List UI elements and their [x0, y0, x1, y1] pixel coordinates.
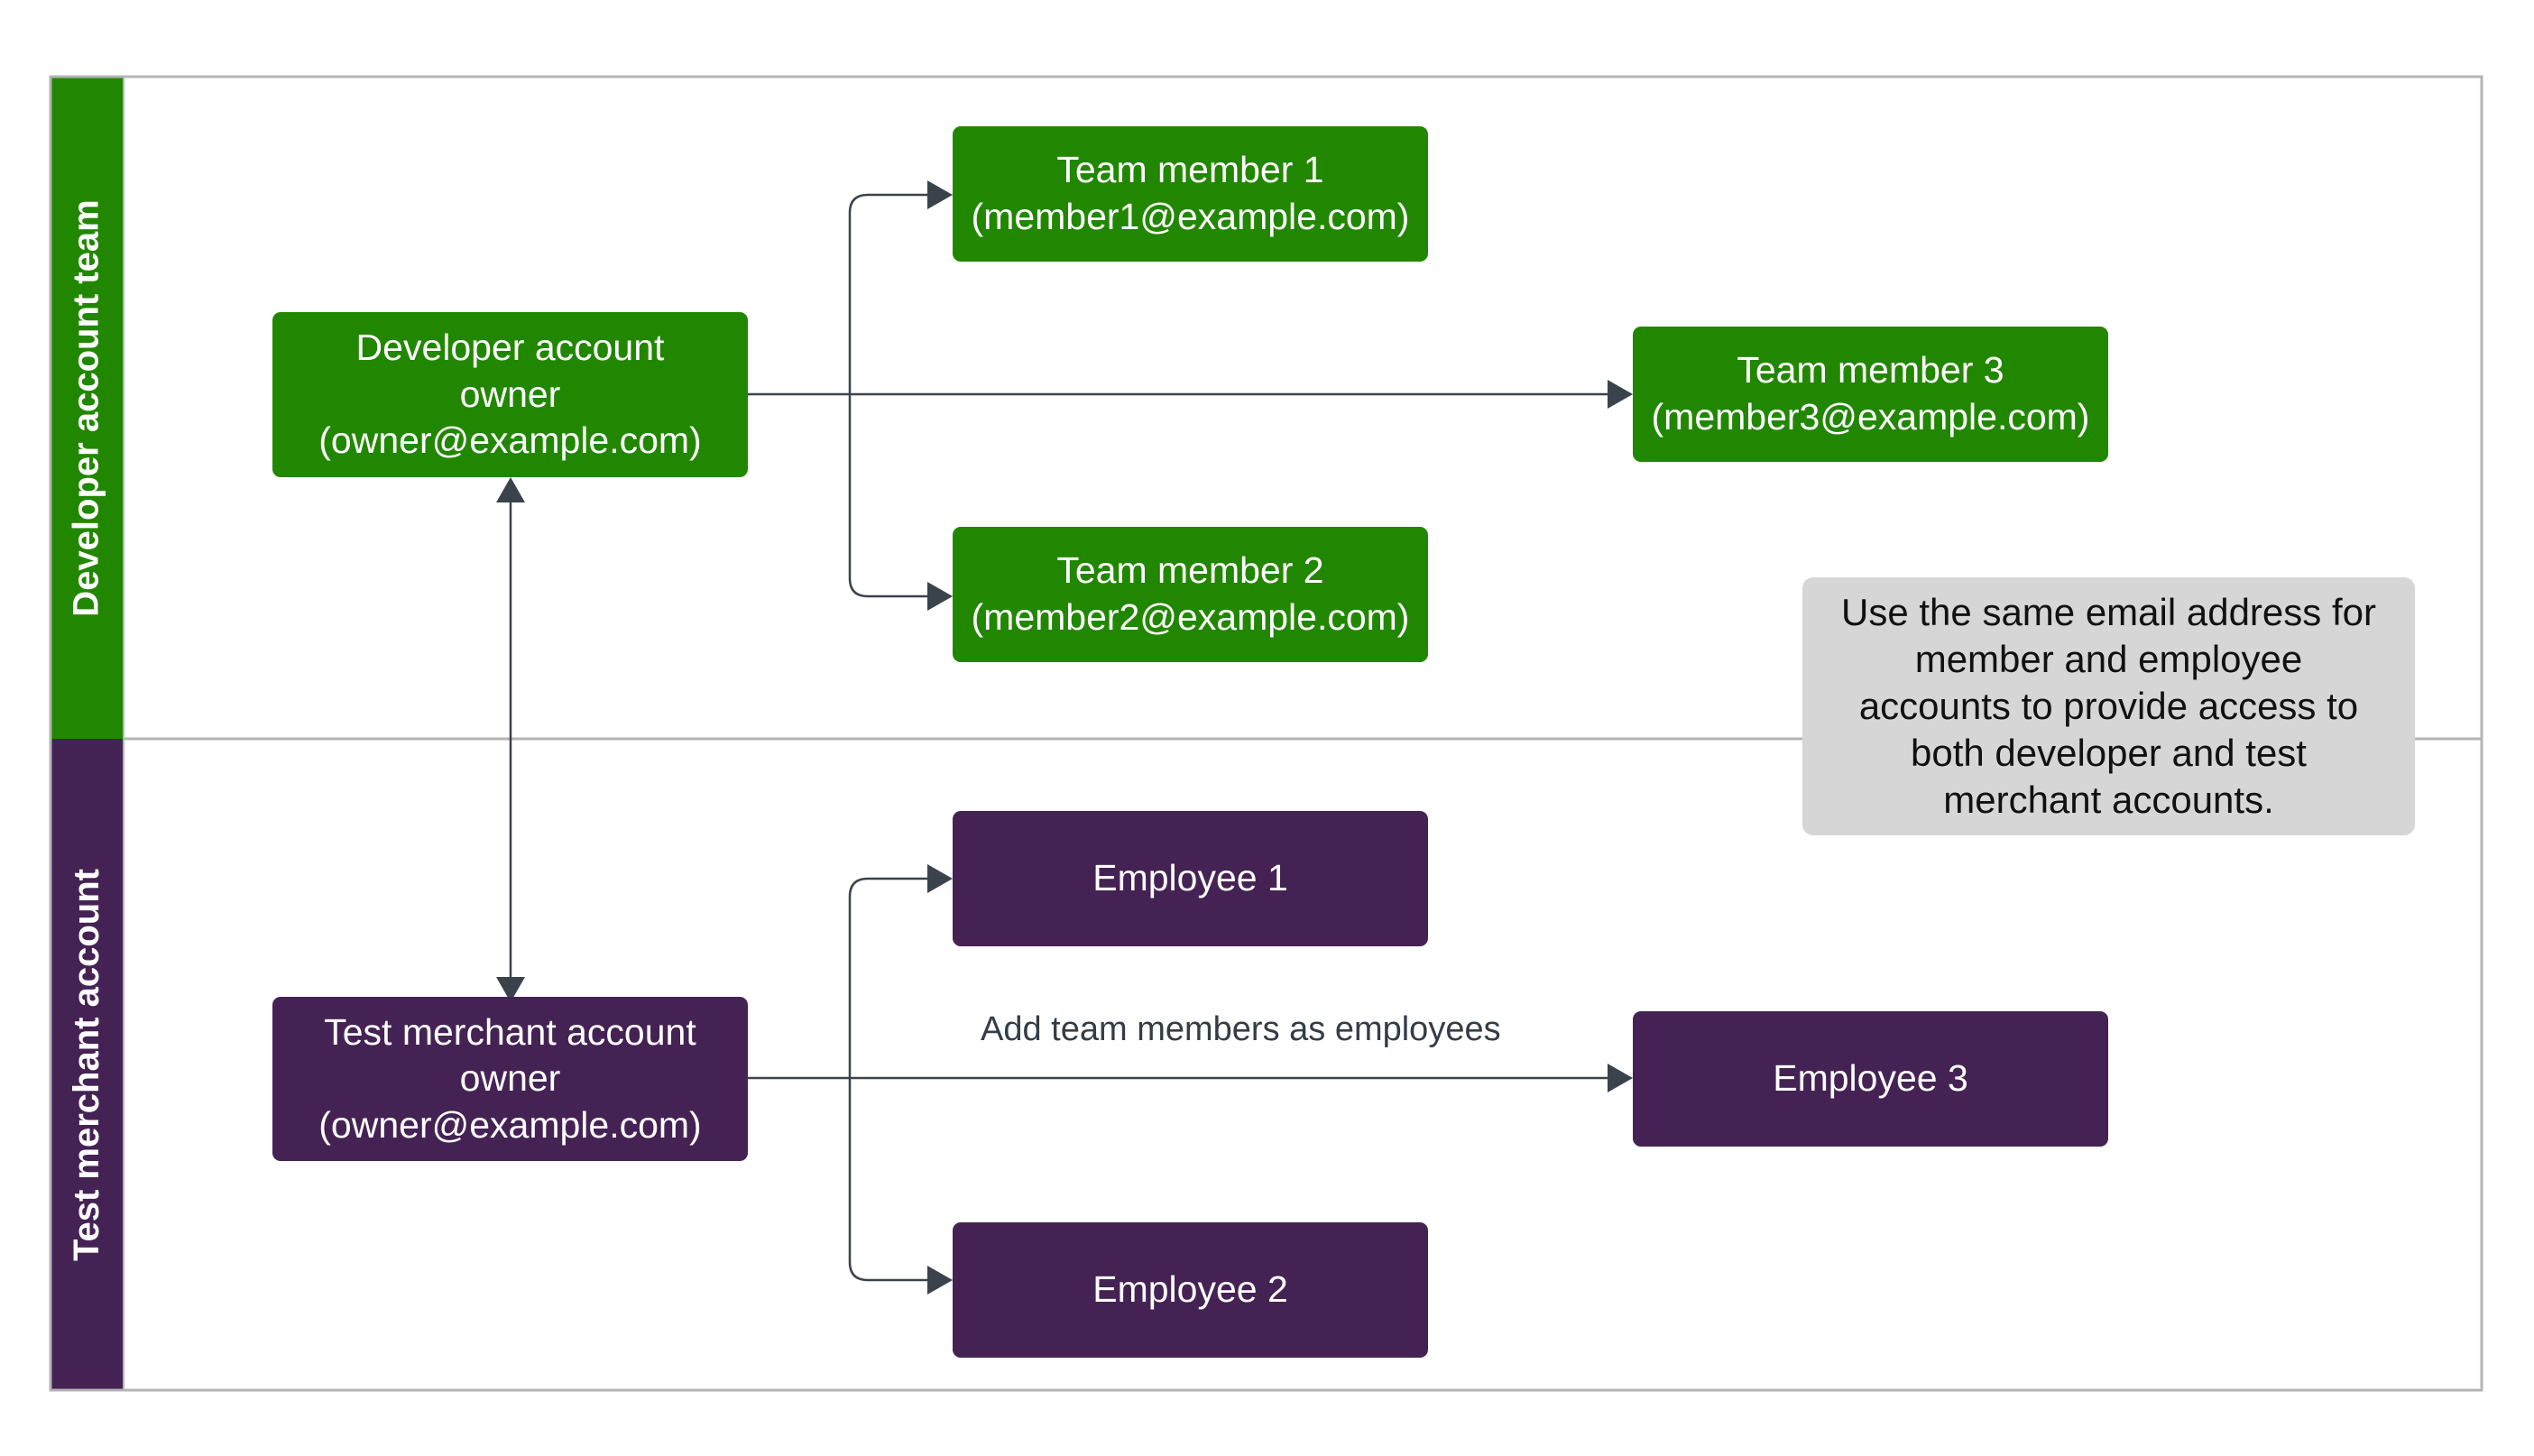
- node-employee-2: Employee 2: [953, 1222, 1428, 1358]
- note-callout: Use the same email address for member an…: [1802, 577, 2415, 835]
- connector-to-employee1: [848, 877, 927, 1078]
- arrowhead-member1: [927, 180, 953, 209]
- node-employee-1-text: Employee 1: [1092, 857, 1288, 899]
- arrowhead-member2: [927, 582, 953, 611]
- node-merchant-owner-text: Test merchant account owner (owner@examp…: [318, 1010, 702, 1146]
- arrowhead-employee2: [927, 1266, 953, 1295]
- arrowhead-employee1: [927, 864, 953, 893]
- lane-label-merchant-text: Test merchant account: [67, 868, 107, 1261]
- node-developer-owner: Developer account owner (owner@example.c…: [272, 312, 748, 477]
- node-employee-2-text: Employee 2: [1092, 1268, 1288, 1311]
- node-team-member-1: Team member 1 (member1@example.com): [953, 126, 1428, 262]
- node-team-member-3-text: Team member 3 (member3@example.com): [1651, 349, 2090, 438]
- node-employee-3-text: Employee 3: [1773, 1057, 1968, 1100]
- lane-header-merchant-bg: [51, 739, 124, 1390]
- node-team-member-3: Team member 3 (member3@example.com): [1633, 327, 2108, 462]
- node-merchant-owner: Test merchant account owner (owner@examp…: [272, 997, 748, 1161]
- arrowhead-merchant-owner: [496, 977, 525, 1002]
- outer-border: [49, 75, 2483, 1392]
- node-employee-1: Employee 1: [953, 811, 1428, 946]
- arrowhead-dev-owner: [496, 477, 525, 502]
- connector-to-member1: [848, 193, 927, 394]
- arrowhead-member3: [1608, 380, 1633, 409]
- note-callout-text: Use the same email address for member an…: [1841, 590, 2376, 822]
- arrowheads: [496, 180, 1633, 1295]
- lane-label-merchant: Test merchant account: [51, 739, 124, 1390]
- node-employee-3: Employee 3: [1633, 1011, 2108, 1147]
- node-developer-owner-text: Developer account owner (owner@example.c…: [318, 327, 702, 462]
- connectors: [509, 193, 1608, 1282]
- edge-label-add-employees: Add team members as employees: [981, 1010, 1501, 1048]
- connector-to-employee2: [848, 1078, 927, 1282]
- node-team-member-2-text: Team member 2 (member2@example.com): [971, 549, 1410, 638]
- lane-label-developer-text: Developer account team: [67, 198, 107, 617]
- node-team-member-2: Team member 2 (member2@example.com): [953, 527, 1428, 662]
- lane-header-developer-bg: [51, 77, 124, 739]
- connector-to-member2: [848, 394, 927, 598]
- arrowhead-employee3: [1608, 1064, 1633, 1092]
- lane-label-developer: Developer account team: [51, 77, 124, 739]
- node-team-member-1-text: Team member 1 (member1@example.com): [971, 149, 1410, 237]
